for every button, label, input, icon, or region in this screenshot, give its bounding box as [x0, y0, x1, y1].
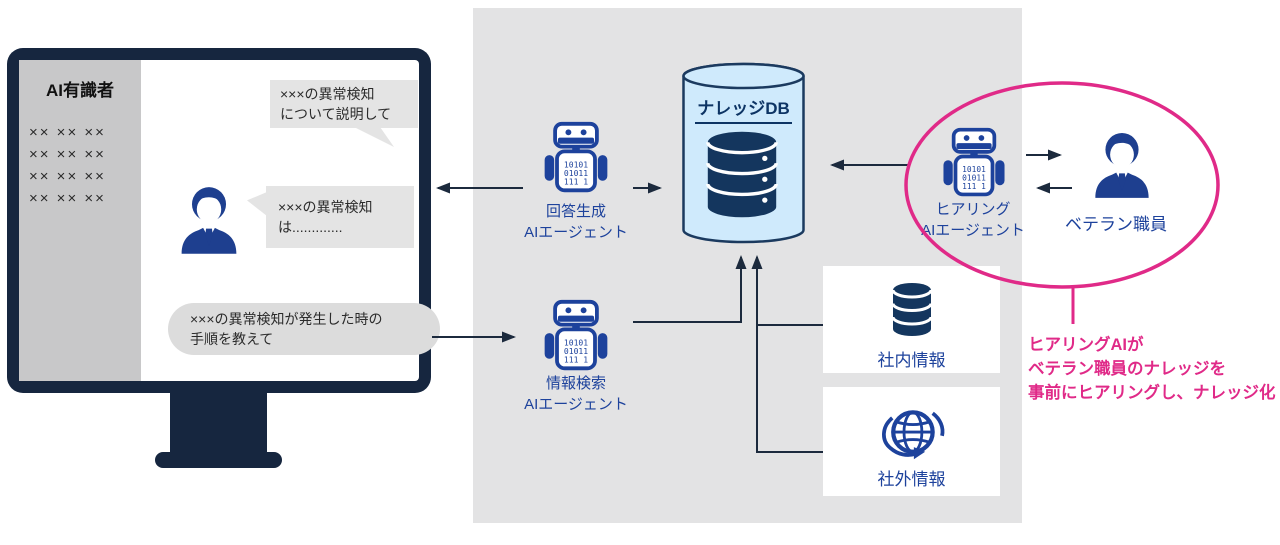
- history-row: ×× ×× ××: [29, 190, 106, 207]
- answer-generation-agent-icon: 10101 01011 111 1: [544, 121, 608, 193]
- svg-text:10101: 10101: [564, 161, 588, 170]
- external-info-label: 社外情報: [877, 470, 946, 489]
- history-row: ×× ×× ××: [29, 124, 106, 141]
- svg-text:01011: 01011: [564, 169, 588, 178]
- annotation-line: ヒアリングAIが: [1028, 336, 1144, 354]
- internal-info-db-icon: [891, 283, 933, 336]
- chat-bubble-question-1: ×××の異常検知 について説明して: [270, 80, 418, 128]
- bubble-text-line: ×××の異常検知: [280, 86, 375, 102]
- hearing-agent-icon: 10101 01011 111 1: [943, 127, 1005, 197]
- hearing-annotation: ヒアリングAIが ベテラン職員のナレッジを 事前にヒアリングし、ナレッジ化: [1028, 333, 1276, 405]
- agent-label-line: AIエージェント: [524, 224, 628, 241]
- chat-sidebar: [19, 60, 141, 381]
- veteran-employee-icon: [1095, 133, 1149, 198]
- sidebar-history-list: ×× ×× ×× ×× ×× ×× ×× ×× ×× ×× ×× ××: [29, 122, 106, 210]
- history-row: ×× ×× ××: [29, 146, 106, 163]
- svg-text:111 1: 111 1: [962, 182, 986, 191]
- external-info-box: [823, 387, 1000, 496]
- agent-label-line: 情報検索: [545, 375, 606, 392]
- external-info-globe-icon: [882, 410, 945, 460]
- bubble-text-line: について説明して: [280, 106, 392, 122]
- sidebar-title: AI有識者: [46, 81, 114, 100]
- chat-bubble-answer: ×××の異常検知 は.............: [266, 186, 414, 248]
- answer-generation-agent-label: 回答生成 AIエージェント: [491, 201, 661, 243]
- svg-text:10101: 10101: [564, 339, 588, 348]
- ai-expert-user-icon: [181, 187, 237, 254]
- agent-label-line: AIエージェント: [921, 222, 1025, 239]
- monitor-stand-neck: [170, 390, 267, 454]
- svg-text:01011: 01011: [564, 347, 588, 356]
- annotation-line: ベテラン職員のナレッジを: [1028, 360, 1226, 378]
- bubble-text-line: は.............: [278, 219, 343, 235]
- information-search-agent-icon: 10101 01011 111 1: [544, 299, 608, 371]
- veteran-employee-label: ベテラン職員: [1065, 215, 1167, 234]
- bubble-text-line: 手順を教えて: [190, 331, 274, 347]
- agent-label-line: AIエージェント: [524, 396, 628, 413]
- knowledge-db-label: ナレッジDB: [681, 94, 806, 124]
- bubble-text-line: ×××の異常検知: [278, 199, 373, 215]
- internal-info-label: 社内情報: [877, 351, 946, 370]
- svg-text:111 1: 111 1: [564, 178, 588, 187]
- bubble-text-line: ×××の異常検知が発生した時の: [190, 311, 383, 327]
- annotation-line: 事前にヒアリングし、ナレッジ化: [1028, 384, 1276, 402]
- knowledge-db-label-text: ナレッジDB: [695, 94, 792, 124]
- agent-label-line: ヒアリング: [935, 201, 1011, 218]
- knowledge-db-icon: [706, 131, 778, 218]
- information-search-agent-label: 情報検索 AIエージェント: [491, 373, 661, 415]
- chat-bubble-question-2: ×××の異常検知が発生した時の 手順を教えて: [168, 303, 440, 355]
- svg-text:111 1: 111 1: [564, 356, 588, 365]
- monitor-stand-base: [155, 452, 282, 468]
- agent-label-line: 回答生成: [545, 203, 606, 220]
- history-row: ×× ×× ××: [29, 168, 106, 185]
- hearing-agent-label: ヒアリング AIエージェント: [888, 199, 1058, 241]
